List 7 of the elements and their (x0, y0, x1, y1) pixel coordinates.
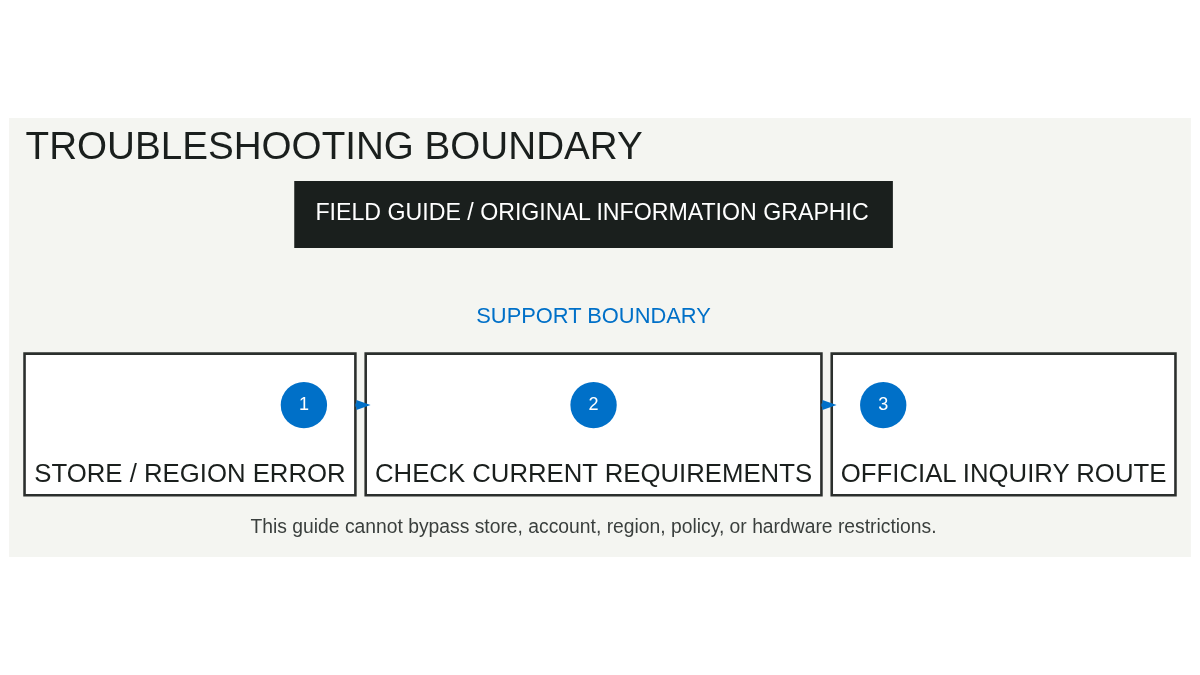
node-circle: 2 (570, 381, 617, 429)
node-circle: 1 (280, 381, 328, 429)
label: SUPPORT BOUNDARY (476, 302, 711, 328)
diagram-title: TROUBLESHOOTING BOUNDARY (25, 124, 643, 168)
label: This guide cannot bypass store, account, region, policy, or hardware restrictions. (250, 516, 937, 538)
label: FIELD GUIDE / ORIGINAL INFORMATION GRAPHIC (315, 199, 869, 226)
node-circle: 3 (860, 381, 907, 429)
